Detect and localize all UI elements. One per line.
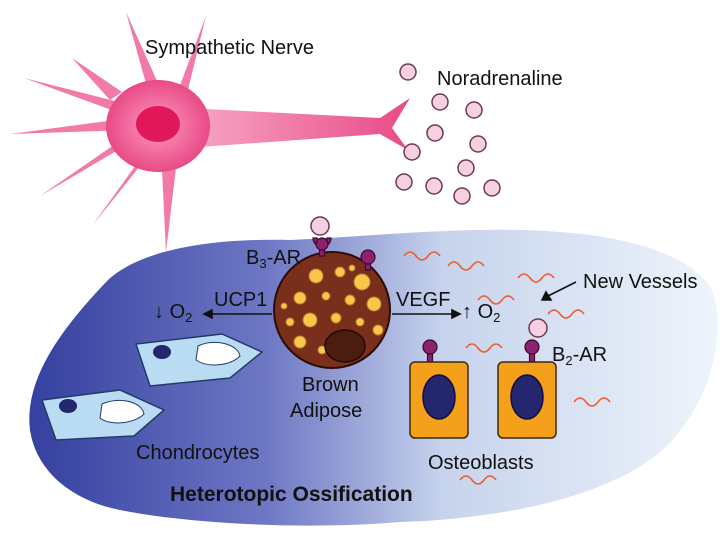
noradrenaline-dot xyxy=(528,318,548,338)
new-vessels-label: New Vessels xyxy=(583,271,698,293)
new-vessels-arrow xyxy=(547,281,577,297)
noradrenaline-dot xyxy=(399,63,417,81)
receptors xyxy=(312,237,540,363)
noradrenaline-molecules xyxy=(310,63,548,338)
noradrenaline-dot xyxy=(453,187,471,205)
noradrenaline-dot xyxy=(431,93,449,111)
new-vessels xyxy=(403,251,611,485)
vegf-label: VEGF xyxy=(396,289,451,311)
b2-receptor xyxy=(422,339,438,363)
osteoblasts-label: Osteoblasts xyxy=(428,452,534,474)
sympathetic-nerve-label: Sympathetic Nerve xyxy=(145,37,314,59)
arrows xyxy=(202,281,577,320)
vessel-squiggle xyxy=(403,251,441,261)
b3-ar-label: B3-AR xyxy=(246,247,302,271)
chondrocyte-cells xyxy=(40,333,264,441)
ucp1-label: UCP1 xyxy=(214,289,268,311)
noradrenaline-dot xyxy=(465,101,483,119)
noradrenaline-label: Noradrenaline xyxy=(437,68,563,90)
o2-increase-label: ↑ O2 xyxy=(462,301,501,325)
noradrenaline-dot xyxy=(469,135,487,153)
vessel-squiggle xyxy=(465,343,503,353)
noradrenaline-dot xyxy=(426,124,444,142)
chondrocytes-label: Chondrocytes xyxy=(136,442,260,464)
heterotopic-ossification-label: Heterotopic Ossification xyxy=(170,483,413,506)
brown-label: Brown xyxy=(302,374,359,396)
vessel-squiggle xyxy=(517,273,555,283)
osteoblast-cells xyxy=(409,361,557,439)
brown-adipose-cell xyxy=(273,251,391,369)
noradrenaline-dot xyxy=(310,216,330,236)
b3-receptor xyxy=(360,249,376,271)
vessel-squiggle xyxy=(477,295,515,305)
vessel-squiggle xyxy=(547,309,585,319)
noradrenaline-dot xyxy=(403,143,421,161)
o2-decrease-label: ↓ O2 xyxy=(154,301,193,325)
b2-ar-label: B2-AR xyxy=(552,344,608,368)
tissue-region xyxy=(29,229,718,526)
neuron-nucleus xyxy=(136,106,180,142)
noradrenaline-dot xyxy=(483,179,501,197)
sympathetic-neuron xyxy=(10,12,410,252)
noradrenaline-dot xyxy=(395,173,413,191)
b2-receptor xyxy=(524,339,540,363)
b3-receptor xyxy=(312,237,332,257)
vessel-squiggle xyxy=(447,261,485,271)
noradrenaline-dot xyxy=(425,177,443,195)
adipose-label: Adipose xyxy=(290,400,363,422)
vessel-squiggle xyxy=(459,475,497,485)
noradrenaline-dot xyxy=(457,159,475,177)
vessel-squiggle xyxy=(573,397,611,407)
